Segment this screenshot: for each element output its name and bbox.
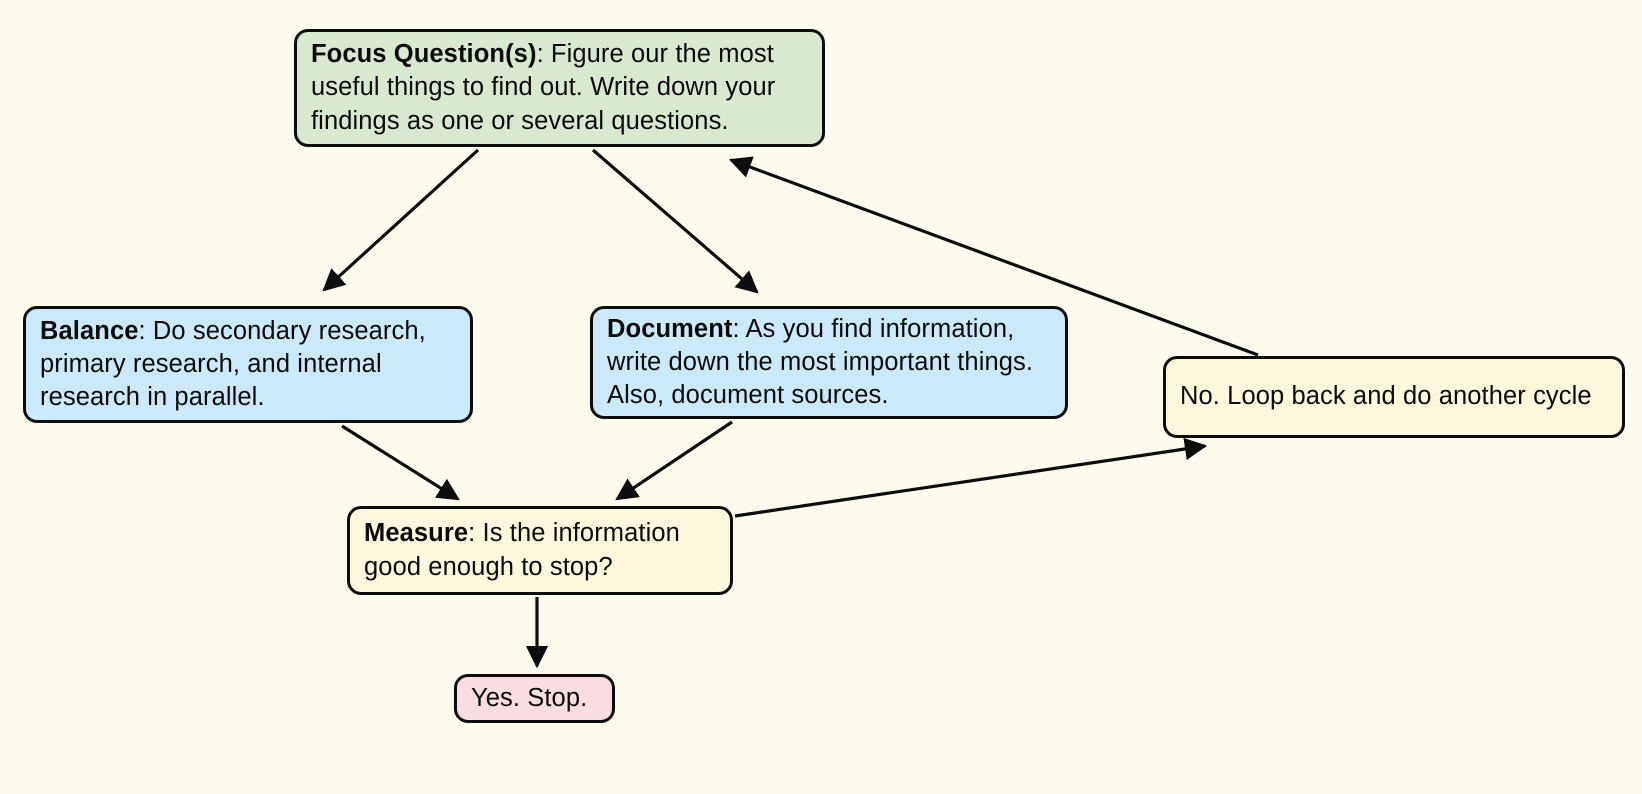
node-focus-question[interactable]: Focus Question(s): Figure our the most u… xyxy=(294,29,825,147)
node-balance-label: Balance: Do secondary research, primary … xyxy=(40,315,456,414)
node-balance-bold: Balance xyxy=(40,316,139,345)
node-yes-stop[interactable]: Yes. Stop. xyxy=(454,674,615,723)
node-focus-question-label: Focus Question(s): Figure our the most u… xyxy=(311,38,808,137)
edge-focus-to-document xyxy=(591,148,759,294)
node-measure[interactable]: Measure: Is the information good enough … xyxy=(347,506,733,595)
node-measure-label: Measure: Is the information good enough … xyxy=(364,517,716,583)
node-measure-rest: : Is the information good enough to stop… xyxy=(364,519,680,581)
node-balance-rest: : Do secondary research, primary researc… xyxy=(40,316,426,412)
edge-document-to-measure xyxy=(615,420,733,501)
node-document[interactable]: Document: As you find information, write… xyxy=(590,306,1068,419)
node-yes-stop-label: Yes. Stop. xyxy=(471,683,588,712)
node-loop-back-label: No. Loop back and do another cycle xyxy=(1180,382,1592,411)
node-document-rest: : As you find information, write down th… xyxy=(607,314,1034,410)
node-measure-bold: Measure xyxy=(364,519,469,548)
node-focus-question-bold: Focus Question(s) xyxy=(311,40,537,69)
node-loop-back[interactable]: No. Loop back and do another cycle xyxy=(1163,356,1625,438)
edge-balance-to-measure xyxy=(341,424,460,501)
node-focus-question-rest: : Figure our the most useful things to f… xyxy=(311,40,776,135)
node-document-label: Document: As you find information, write… xyxy=(607,313,1051,412)
edge-measure-to-loop xyxy=(734,437,1208,518)
node-balance[interactable]: Balance: Do secondary research, primary … xyxy=(23,306,473,423)
node-document-bold: Document xyxy=(607,314,733,343)
edge-focus-to-balance xyxy=(322,148,480,292)
